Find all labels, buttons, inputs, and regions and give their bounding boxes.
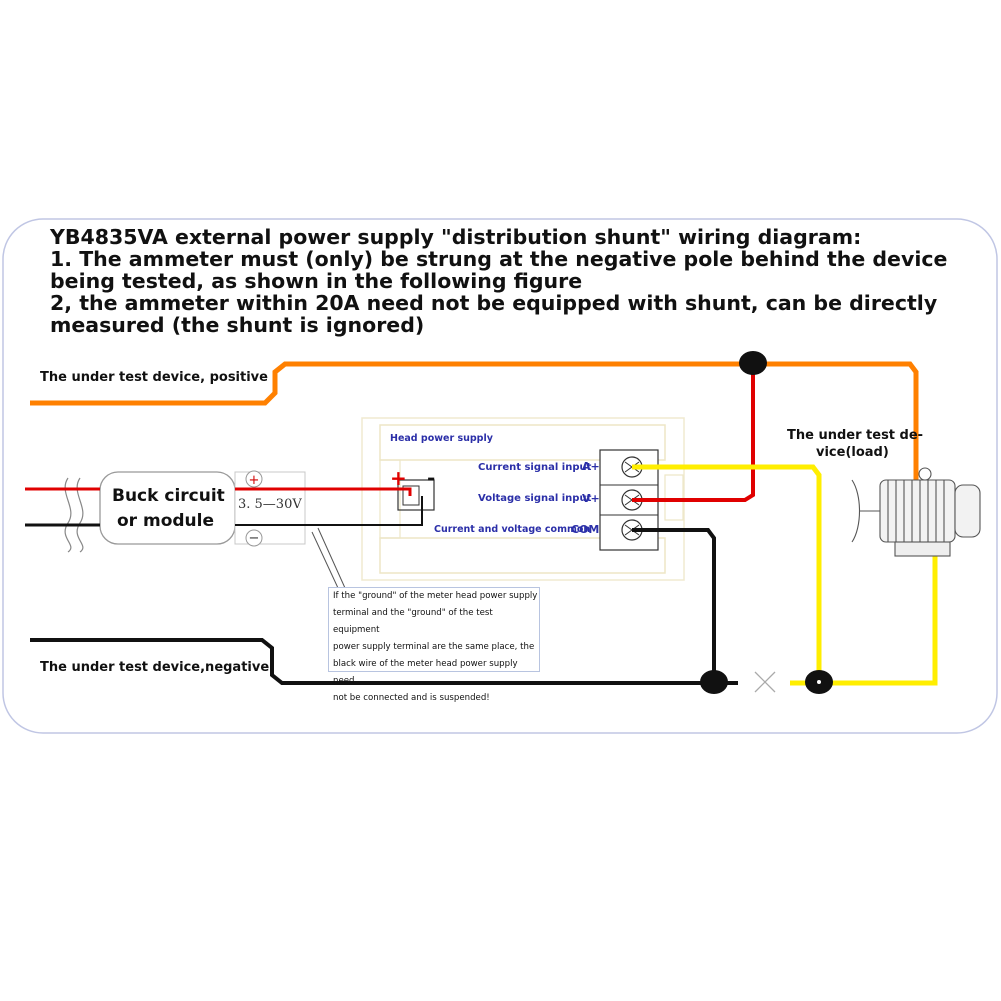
motor-load-icon: [851, 467, 981, 557]
note-line-2: terminal and the "ground" of the test eq…: [333, 608, 493, 635]
negative-label: The under test device,negative: [40, 660, 270, 675]
title-line-4: 2, the ammeter within 20A need not be eq…: [50, 291, 938, 315]
voltage-terminal-label: V+: [582, 492, 600, 505]
positive-label: The under test device, positive: [40, 370, 268, 385]
head-power-supply-label: Head power supply: [390, 433, 493, 444]
current-input-label: Current signal input: [478, 462, 592, 473]
current-terminal-label: A+: [582, 460, 600, 473]
meter-minus-label: -: [427, 466, 436, 490]
power-connector: [397, 479, 435, 511]
buck-label-line-1: Buck circuit: [112, 486, 225, 506]
plus-terminal-icon: [245, 470, 263, 488]
common-terminal-label: COM: [571, 523, 600, 536]
meter-plus-label: +: [390, 466, 407, 490]
com-black-wire: [632, 528, 716, 683]
load-label-line-1: The under test de-: [787, 428, 924, 443]
title-line-2: 1. The ammeter must (only) be strung at …: [50, 247, 948, 271]
supply-black-wire: [235, 496, 423, 526]
diagram-frame: [2, 218, 998, 734]
disconnect-x-icon: [754, 671, 776, 693]
load-return-yellow-wire: [819, 540, 938, 686]
load-label-line-2: vice(load): [816, 445, 889, 460]
negative-black-wire: [30, 638, 738, 685]
svg-text:−: −: [249, 531, 260, 546]
title-line-1: YB4835VA external power supply "distribu…: [50, 225, 862, 249]
buck-label-line-2: or module: [117, 511, 215, 531]
note-line-1: If the "ground" of the meter head power …: [333, 591, 538, 601]
minus-terminal-icon: [245, 529, 263, 547]
svg-text:+: +: [249, 473, 260, 488]
common-input-label: Current and voltage common: [434, 524, 591, 535]
page-title: YB4835VA external power supply "distribu…: [50, 226, 947, 336]
voltage-range-label: 3. 5—30V: [238, 497, 302, 512]
junction-com-dot: [700, 670, 728, 694]
note-line-3: power supply terminal are the same place…: [333, 642, 535, 652]
note-line-5: not be connected and is suspended!: [333, 693, 490, 703]
note-line-4: black wire of the meter head power suppl…: [333, 659, 518, 686]
note-pointer: [311, 527, 346, 589]
wire-break-marks: [64, 477, 84, 553]
buck-module: [99, 471, 306, 545]
voltage-input-label: Voltage signal input: [478, 493, 592, 504]
positive-orange-wire: [30, 361, 919, 520]
title-line-5: measured (the shunt is ignored): [50, 313, 425, 337]
title-line-3: being tested, as shown in the following …: [50, 269, 583, 293]
supply-red-wire: [235, 487, 412, 496]
ground-note-box: If the "ground" of the meter head power …: [328, 587, 540, 703]
junction-positive-dot: [739, 351, 767, 375]
voltage-signal-red-wire: [632, 364, 755, 502]
